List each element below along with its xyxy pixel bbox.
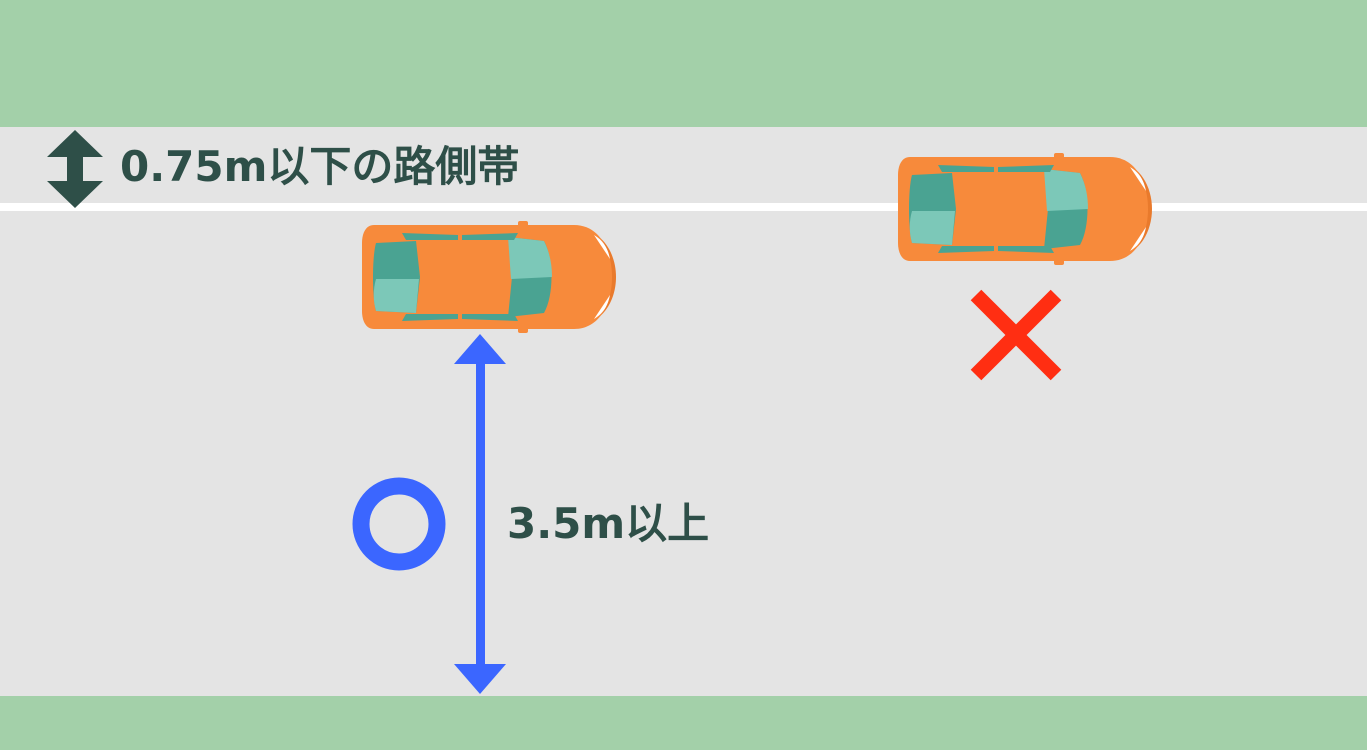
road-edge-line [0, 203, 1367, 211]
top-verge [0, 0, 1367, 127]
shoulder-width-label: 0.75m以下の路側帯 [120, 142, 520, 191]
road [0, 127, 1367, 696]
car-top-view-icon [362, 221, 616, 333]
bottom-verge [0, 696, 1367, 750]
circle-mark-icon [352, 477, 446, 571]
road-width-label: 3.5m以上 [507, 499, 710, 548]
double-arrow-vertical-icon [47, 130, 103, 208]
cross-mark-icon [970, 289, 1062, 381]
car-top-view-icon [898, 153, 1152, 265]
double-arrow-vertical-icon [454, 334, 506, 694]
